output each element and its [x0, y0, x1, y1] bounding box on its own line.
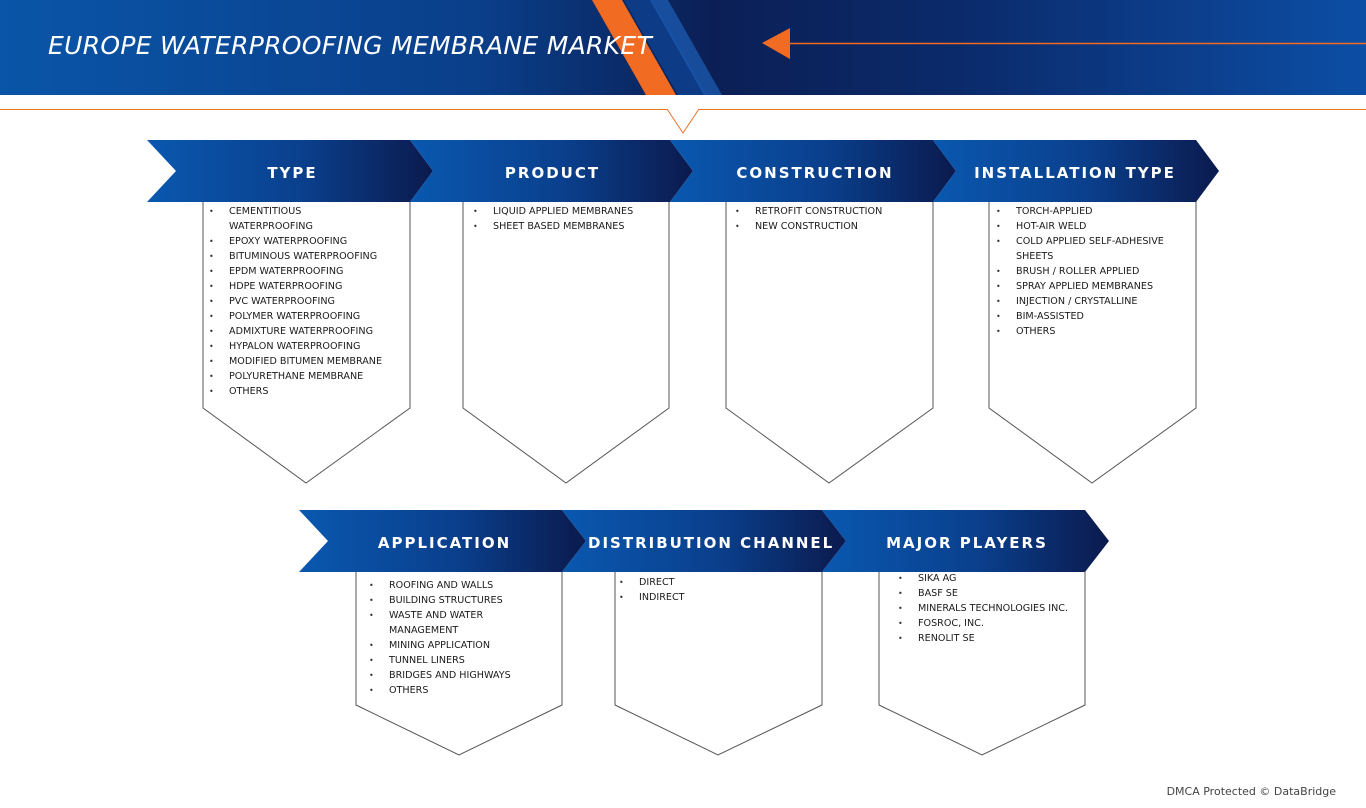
list-item: HOT-AIR WELD	[991, 219, 1176, 234]
ribbon-distribution-channel	[562, 510, 846, 572]
ribbon-installation-type	[933, 140, 1219, 202]
footer-copyright: DMCA Protected © DataBridge	[1166, 785, 1336, 798]
page-title: EUROPE WATERPROOFING MEMBRANE MARKET	[48, 31, 653, 60]
orange-stripe	[592, 0, 676, 95]
list-item: BUILDING STRUCTURES	[364, 593, 544, 608]
list-item: OTHERS	[991, 324, 1176, 339]
segment-list-installation-type: TORCH-APPLIED HOT-AIR WELD COLD APPLIED …	[991, 204, 1176, 339]
list-item: BRUSH / ROLLER APPLIED	[991, 264, 1176, 279]
list-item: MODIFIED BITUMEN MEMBRANE	[204, 354, 384, 369]
list-item: ADMIXTURE WATERPROOFING	[204, 324, 384, 339]
list-item: WASTE AND WATER MANAGEMENT	[364, 608, 544, 638]
header-banner: EUROPE WATERPROOFING MEMBRANE MARKET	[0, 0, 1366, 95]
list-item: TUNNEL LINERS	[364, 653, 544, 668]
list-item: BIM-ASSISTED	[991, 309, 1176, 324]
list-item: TORCH-APPLIED	[991, 204, 1176, 219]
orange-arrow-head	[762, 28, 790, 59]
list-item: EPDM WATERPROOFING	[204, 264, 384, 279]
list-item: HYPALON WATERPROOFING	[204, 339, 384, 354]
list-item: SHEET BASED MEMBRANES	[468, 219, 663, 234]
list-item: SPRAY APPLIED MEMBRANES	[991, 279, 1176, 294]
segment-label-application: APPLICATION	[377, 534, 512, 552]
list-item: OTHERS	[364, 683, 544, 698]
list-item: COLD APPLIED SELF-ADHESIVE SHEETS	[991, 234, 1176, 264]
segment-label-product: PRODUCT	[504, 164, 601, 182]
header-decoration	[592, 0, 1366, 95]
segment-list-product: LIQUID APPLIED MEMBRANES SHEET BASED MEM…	[468, 204, 663, 234]
list-item: OTHERS	[204, 384, 384, 399]
list-item: BRIDGES AND HIGHWAYS	[364, 668, 544, 683]
list-item: INDIRECT	[614, 590, 809, 605]
ribbon-construction	[670, 140, 956, 202]
list-item: DIRECT	[614, 575, 809, 590]
list-item: RENOLIT SE	[893, 631, 1085, 646]
list-item: RETROFIT CONSTRUCTION	[730, 204, 925, 219]
list-item: BASF SE	[893, 586, 1085, 601]
list-item: INJECTION / CRYSTALLINE	[991, 294, 1176, 309]
ribbon-type	[147, 140, 433, 202]
list-item: MINERALS TECHNOLOGIES INC.	[893, 601, 1085, 616]
segment-label-construction: CONSTRUCTION	[736, 164, 894, 182]
list-item: HDPE WATERPROOFING	[204, 279, 384, 294]
list-item: POLYMER WATERPROOFING	[204, 309, 384, 324]
segment-box-construction	[725, 199, 934, 484]
list-item: ROOFING AND WALLS	[364, 578, 544, 593]
divider-notch	[667, 109, 699, 134]
blue-stripe	[624, 0, 706, 95]
light-blue-stripe	[650, 0, 722, 95]
list-item: FOSROC, INC.	[893, 616, 1085, 631]
segment-box-product	[462, 199, 670, 484]
list-item: CEMENTITIOUS WATERPROOFING	[204, 204, 384, 234]
ribbon-application	[299, 510, 586, 572]
segment-list-application: ROOFING AND WALLS BUILDING STRUCTURES WA…	[364, 578, 544, 698]
list-item: BITUMINOUS WATERPROOFING	[204, 249, 384, 264]
segment-label-distribution-channel: DISTRIBUTION CHANNEL	[588, 534, 835, 552]
segment-list-major-players: SIKA AG BASF SE MINERALS TECHNOLOGIES IN…	[893, 571, 1085, 646]
list-item: SIKA AG	[893, 571, 1085, 586]
list-item: PVC WATERPROOFING	[204, 294, 384, 309]
segment-label-installation-type: INSTALLATION TYPE	[974, 164, 1176, 182]
list-item: LIQUID APPLIED MEMBRANES	[468, 204, 663, 219]
segment-list-type: CEMENTITIOUS WATERPROOFING EPOXY WATERPR…	[204, 204, 384, 399]
ribbon-major-players	[822, 510, 1109, 572]
segment-list-distribution-channel: DIRECT INDIRECT	[614, 575, 809, 605]
list-item: EPOXY WATERPROOFING	[204, 234, 384, 249]
ribbon-product	[410, 140, 693, 202]
list-item: MINING APPLICATION	[364, 638, 544, 653]
segment-label-type: TYPE	[267, 164, 318, 182]
segment-list-construction: RETROFIT CONSTRUCTION NEW CONSTRUCTION	[730, 204, 925, 234]
segment-label-major-players: MAJOR PLAYERS	[886, 534, 1048, 552]
list-item: NEW CONSTRUCTION	[730, 219, 925, 234]
list-item: POLYURETHANE MEMBRANE	[204, 369, 384, 384]
